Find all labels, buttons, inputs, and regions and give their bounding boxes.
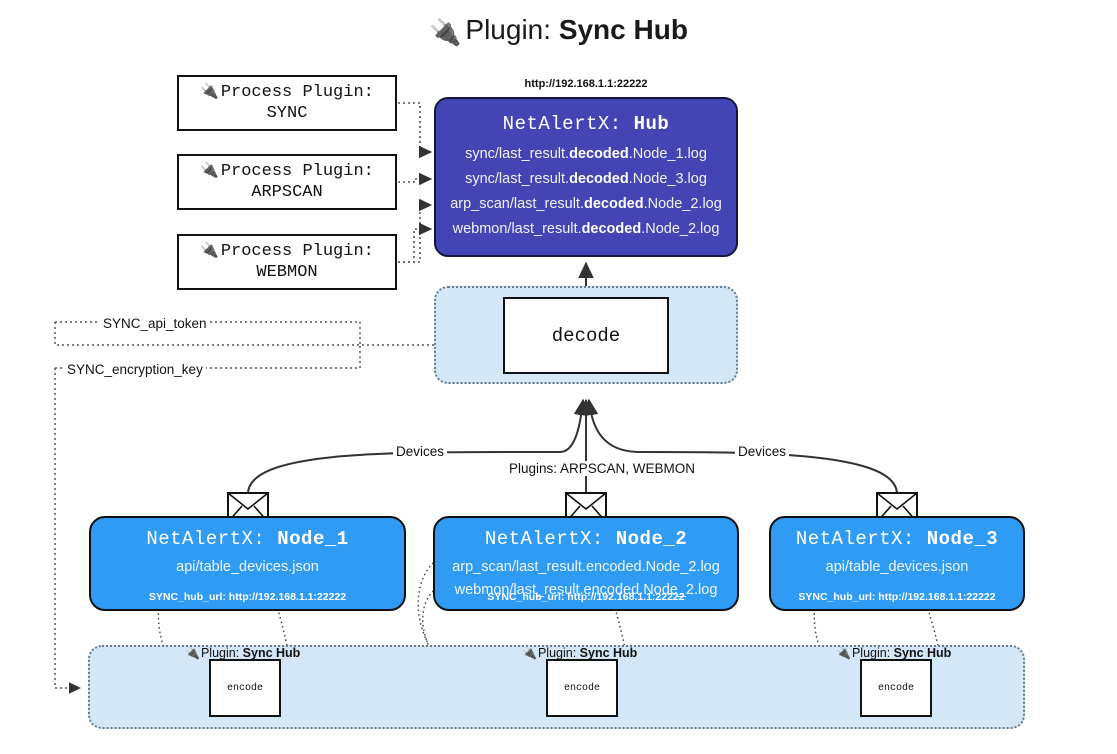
process-plugin-arpscan[interactable]: 🔌Process Plugin: ARPSCAN <box>177 154 397 210</box>
plug-icon: 🔌 <box>836 646 851 660</box>
node-log-list: api/table_devices.json <box>771 556 1023 579</box>
plug-icon: 🔌 <box>200 241 219 259</box>
edge-label-devices-left: Devices <box>393 444 448 459</box>
hub-title-name: Hub <box>633 113 670 135</box>
page-title: 🔌Plugin: Sync Hub <box>0 14 1117 48</box>
node-2[interactable]: NetAlertX: Node_2 arp_scan/last_result.e… <box>433 516 739 611</box>
node-3[interactable]: NetAlertX: Node_3 api/table_devices.json… <box>769 516 1025 611</box>
page-title-name: Sync Hub <box>558 14 688 45</box>
nodes-to-decode-wires <box>247 398 898 495</box>
edge-label-devices-right: Devices <box>735 444 790 459</box>
setting-encryption-key-label: SYNC_encryption_key <box>64 362 206 377</box>
hub-node[interactable]: NetAlertX: Hub sync/last_result.decoded.… <box>434 97 738 257</box>
process-plugin-sync[interactable]: 🔌Process Plugin: SYNC <box>177 75 397 131</box>
node-log-item: arp_scan/last_result.encoded.Node_2.log <box>452 559 720 575</box>
plug-icon: 🔌 <box>429 17 462 47</box>
page-title-prefix: Plugin: <box>465 14 552 45</box>
node-title: NetAlertX: Node_1 <box>146 528 349 550</box>
process-plugin-label: Process Plugin: <box>220 82 374 102</box>
node-log-list: arp_scan/last_result.encoded.Node_2.log … <box>435 556 737 602</box>
encoder-plugin-label-1: 🔌Plugin: Sync Hub <box>185 646 301 660</box>
hub-log-list: sync/last_result.decoded.Node_1.log sync… <box>436 142 736 242</box>
plug-icon: 🔌 <box>200 82 219 100</box>
node-hub-url: SYNC_hub_url: http://192.168.1.1:22222 <box>487 591 685 603</box>
encode-box-2[interactable]: encode <box>546 659 618 717</box>
process-plugin-name: WEBMON <box>256 263 318 282</box>
process-plugin-name: SYNC <box>266 104 308 123</box>
edge-label-plugins-center: Plugins: ARPSCAN, WEBMON <box>506 461 699 476</box>
setting-api-token-label: SYNC_api_token <box>100 316 210 331</box>
process-plugin-webmon[interactable]: 🔌Process Plugin: WEBMON <box>177 234 397 290</box>
process-plugin-name: ARPSCAN <box>251 183 323 202</box>
hub-title: NetAlertX: Hub <box>436 113 736 135</box>
node-title: NetAlertX: Node_3 <box>795 528 999 550</box>
hub-url-label: http://192.168.1.1:22222 <box>524 78 648 90</box>
node-1[interactable]: NetAlertX: Node_1 api/table_devices.json… <box>89 516 406 611</box>
plug-icon: 🔌 <box>522 646 537 660</box>
process-plugin-label: Process Plugin: <box>220 241 374 261</box>
hub-log-item: sync/last_result.decoded.Node_1.log <box>465 146 707 162</box>
node-hub-url: SYNC_hub_url: http://192.168.1.1:22222 <box>798 591 996 603</box>
encode-box-3[interactable]: encode <box>860 659 932 717</box>
decode-box[interactable]: decode <box>503 297 669 374</box>
encode-box-1[interactable]: encode <box>209 659 281 717</box>
hub-title-prefix: NetAlertX: <box>502 113 622 135</box>
encoder-plugin-label-2: 🔌Plugin: Sync Hub <box>522 646 638 660</box>
encoder-plugin-label-3: 🔌Plugin: Sync Hub <box>836 646 952 660</box>
node-log-list: api/table_devices.json <box>91 556 404 579</box>
process-plugin-label: Process Plugin: <box>220 161 374 181</box>
hub-log-item: sync/last_result.decoded.Node_3.log <box>465 171 707 187</box>
plug-icon: 🔌 <box>200 161 219 179</box>
node-hub-url: SYNC_hub_url: http://192.168.1.1:22222 <box>148 591 347 603</box>
plug-icon: 🔌 <box>185 646 200 660</box>
node-title: NetAlertX: Node_2 <box>484 528 688 550</box>
hub-log-item: arp_scan/last_result.decoded.Node_2.log <box>450 196 722 212</box>
node-log-item: api/table_devices.json <box>825 559 969 575</box>
node-log-item: api/table_devices.json <box>176 559 319 575</box>
node-log-item: webmon/last_result.encoded.Node_2.log <box>454 582 718 598</box>
plugin-to-hub-wires <box>398 102 433 263</box>
hub-log-item: webmon/last_result.decoded.Node_2.log <box>452 221 720 237</box>
